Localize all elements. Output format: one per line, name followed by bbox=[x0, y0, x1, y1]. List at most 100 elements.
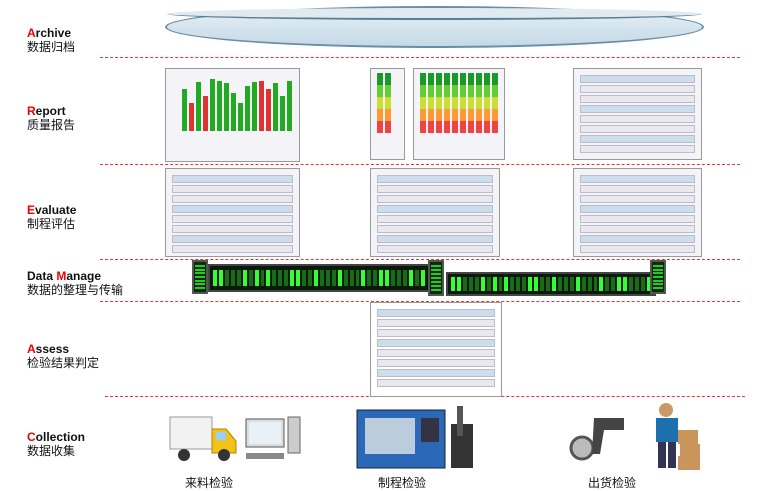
bus-led bbox=[611, 277, 616, 291]
thumb-row bbox=[377, 359, 495, 367]
node-led bbox=[195, 279, 205, 282]
thumb-row bbox=[580, 175, 695, 183]
thumb-row bbox=[377, 185, 493, 193]
thumb-row bbox=[377, 379, 495, 387]
thumb-segment bbox=[428, 73, 434, 85]
thumb-row bbox=[377, 329, 495, 337]
gauge-tool-icon bbox=[569, 418, 624, 461]
thumb-segment bbox=[476, 85, 482, 97]
thumb-bar bbox=[210, 78, 215, 131]
thumb-bar bbox=[287, 80, 292, 131]
thumb-row bbox=[580, 235, 695, 243]
thumb-bar bbox=[224, 83, 229, 131]
thumb-segment bbox=[377, 109, 383, 121]
bus-led bbox=[290, 269, 295, 287]
bus-led bbox=[325, 269, 330, 287]
bus-led bbox=[486, 277, 491, 291]
thumb-row bbox=[172, 245, 293, 253]
thumb-row bbox=[377, 175, 493, 183]
bus-led bbox=[492, 277, 497, 291]
bus-led bbox=[557, 277, 562, 291]
evaluate-control-chart-thumbnail bbox=[573, 168, 702, 257]
node-led bbox=[653, 283, 663, 286]
bus-led bbox=[308, 269, 312, 287]
thumb-segment bbox=[385, 97, 391, 109]
delivery-truck-icon bbox=[169, 416, 237, 461]
node-led bbox=[431, 269, 441, 271]
data-node bbox=[192, 260, 208, 294]
caption-incoming-inspection: 来料检验 bbox=[185, 476, 234, 490]
bus-led bbox=[319, 269, 324, 287]
thumb-segment bbox=[492, 121, 498, 133]
thumb-bar bbox=[203, 96, 208, 131]
thumb-row bbox=[580, 215, 695, 223]
bus-led bbox=[355, 269, 360, 287]
divider bbox=[100, 259, 740, 260]
node-led bbox=[195, 275, 205, 278]
thumb-segment bbox=[385, 85, 391, 97]
thumb-row bbox=[172, 175, 293, 183]
thumb-segment bbox=[484, 121, 490, 133]
bus-led bbox=[343, 269, 348, 287]
thumb-segment bbox=[476, 109, 482, 121]
bus-led bbox=[646, 277, 651, 291]
thumb-segment bbox=[436, 73, 442, 85]
bus-led bbox=[260, 269, 265, 287]
cnc-machine-icon bbox=[356, 406, 473, 469]
bus-led bbox=[302, 269, 306, 287]
thumb-bar bbox=[266, 89, 271, 131]
computer-icon bbox=[245, 416, 301, 459]
bus-led bbox=[337, 269, 342, 287]
data-node bbox=[428, 260, 444, 296]
thumb-segment bbox=[460, 73, 466, 85]
thumb-segment bbox=[460, 85, 466, 97]
thumb-row bbox=[580, 115, 695, 123]
node-led bbox=[195, 283, 205, 286]
thumb-segment bbox=[492, 109, 498, 121]
thumb-segment bbox=[444, 73, 450, 85]
bus-led bbox=[361, 269, 366, 287]
bus-led bbox=[213, 269, 217, 287]
thumb-segment bbox=[460, 109, 466, 121]
node-led bbox=[653, 287, 663, 290]
thumb-segment bbox=[377, 121, 383, 133]
bus-led bbox=[480, 277, 485, 291]
caption-outgoing-inspection: 出货检验 bbox=[588, 476, 637, 490]
thumb-segment bbox=[385, 109, 391, 121]
thumb-bar bbox=[189, 103, 194, 131]
report-form-thumbnail bbox=[573, 68, 702, 160]
node-led bbox=[195, 272, 205, 275]
bus-led bbox=[593, 277, 598, 291]
bus-led bbox=[224, 269, 229, 287]
thumb-segment bbox=[436, 97, 442, 109]
thumb-bar bbox=[231, 92, 236, 131]
bus-led bbox=[534, 277, 539, 291]
thumb-segment bbox=[420, 97, 426, 109]
bus-led bbox=[462, 277, 467, 291]
bus-led bbox=[468, 277, 473, 291]
bus-led bbox=[397, 269, 401, 287]
thumb-segment bbox=[385, 121, 391, 133]
bus-led bbox=[420, 269, 425, 287]
thumb-segment bbox=[484, 85, 490, 97]
bus-led bbox=[242, 269, 247, 287]
thumb-row bbox=[377, 235, 493, 243]
bus-led bbox=[248, 269, 253, 287]
thumb-segment bbox=[468, 73, 474, 85]
thumb-segment bbox=[476, 73, 482, 85]
bus-led bbox=[522, 277, 527, 291]
thumb-row bbox=[377, 215, 493, 223]
bus-led bbox=[498, 277, 503, 291]
thumb-segment bbox=[444, 97, 450, 109]
worker-with-boxes-icon bbox=[656, 403, 700, 470]
node-led bbox=[195, 287, 205, 290]
thumb-segment bbox=[444, 85, 450, 97]
bus-led bbox=[516, 277, 521, 291]
report-bar-chart-thumbnail bbox=[165, 68, 300, 162]
thumb-row bbox=[580, 75, 695, 83]
assess-software-thumbnail bbox=[370, 302, 502, 397]
